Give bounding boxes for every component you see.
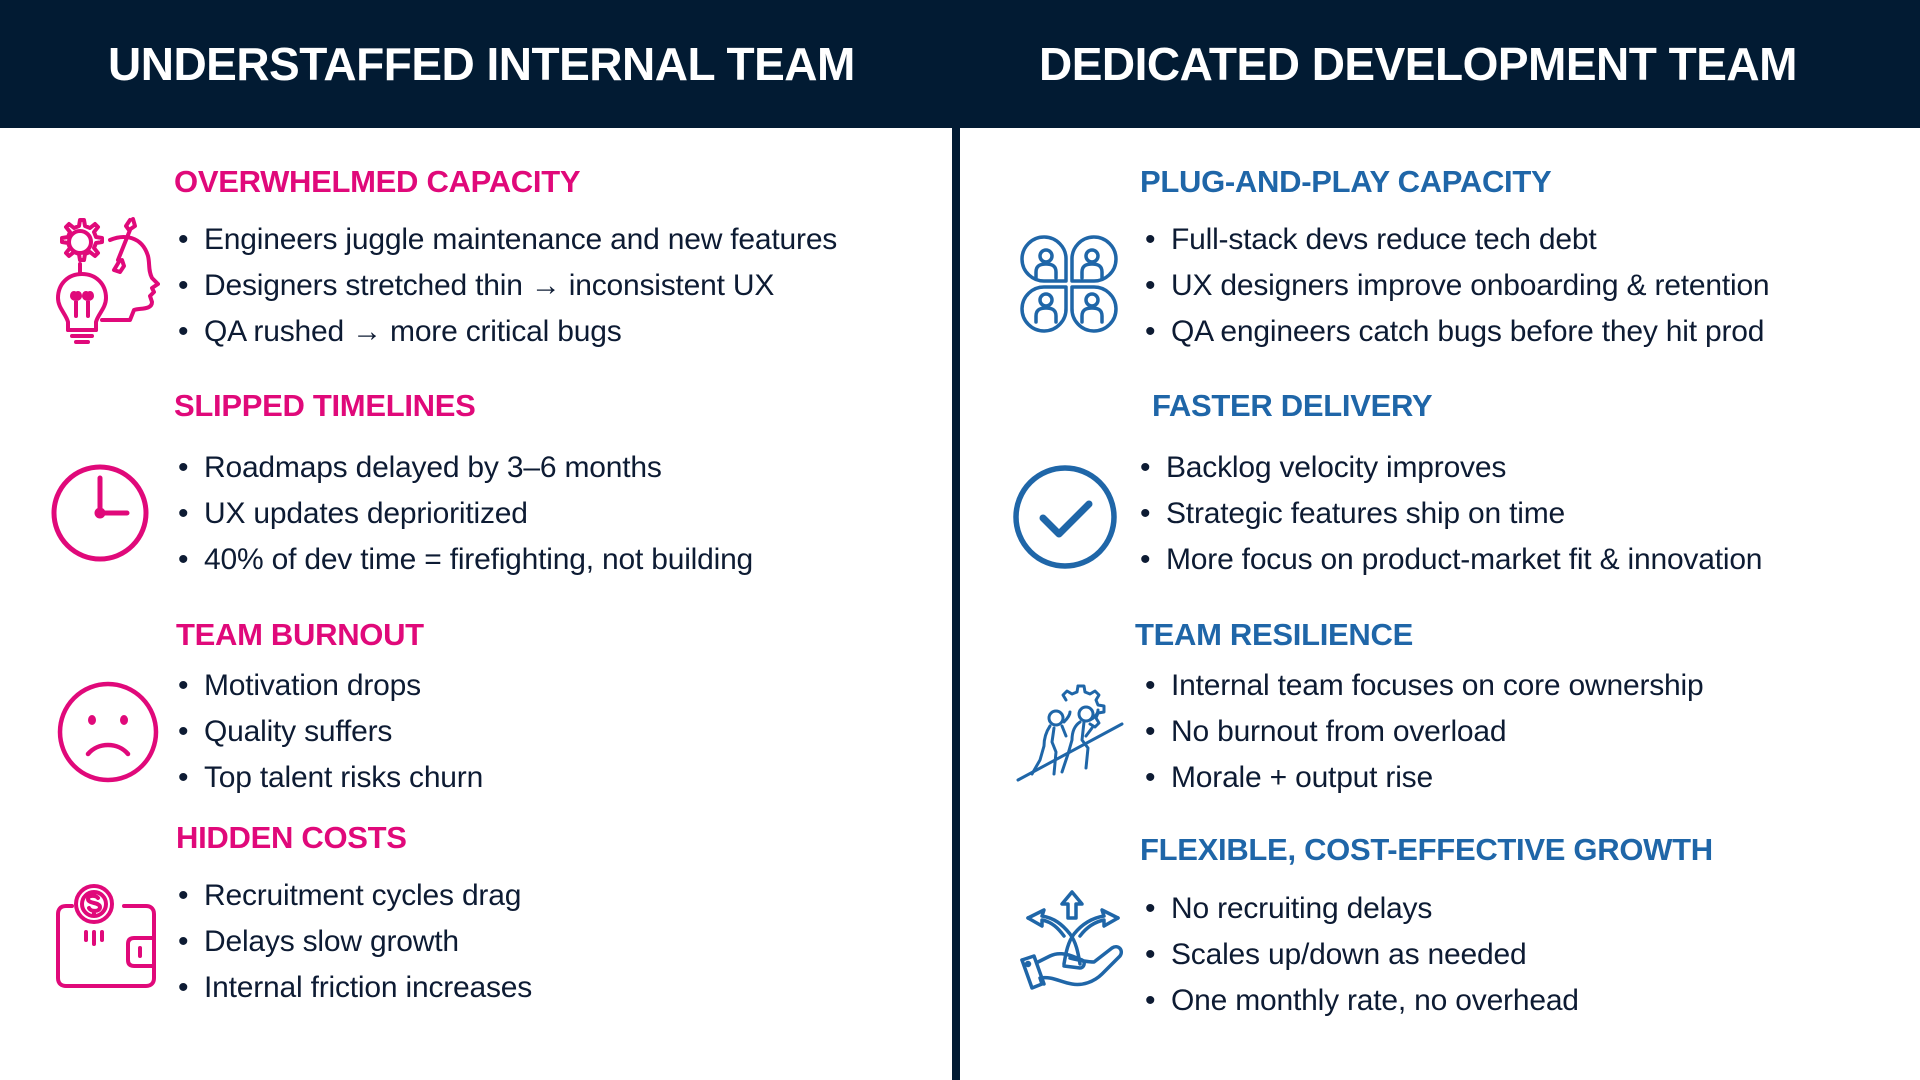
- section-heading: PLUG-AND-PLAY CAPACITY: [1140, 164, 1552, 199]
- clock-icon: [49, 462, 151, 564]
- wallet-coin-icon: [54, 884, 158, 992]
- bullet-item: QA engineers catch bugs before they hit …: [1145, 312, 1764, 352]
- left-column-title: UNDERSTAFFED INTERNAL TEAM: [108, 38, 855, 90]
- bullet-item: Motivation drops: [178, 666, 421, 706]
- hand-arrows-icon: [1014, 888, 1126, 996]
- bullet-item: Morale + output rise: [1145, 758, 1433, 798]
- bullet-item: UX designers improve onboarding & retent…: [1145, 266, 1770, 306]
- bullet-item: Strategic features ship on time: [1140, 494, 1565, 534]
- bullet-item: More focus on product-market fit & innov…: [1140, 540, 1762, 580]
- column-divider: [952, 128, 960, 1080]
- bullet-item: No burnout from overload: [1145, 712, 1507, 752]
- bullet-item: Delays slow growth: [178, 922, 459, 962]
- bullet-item: Recruitment cycles drag: [178, 876, 521, 916]
- bullet-item: Quality suffers: [178, 712, 392, 752]
- bullet-item: QA rushed → more critical bugs: [178, 312, 622, 352]
- bullet-item: Engineers juggle maintenance and new fea…: [178, 220, 837, 260]
- section-heading: OVERWHELMED CAPACITY: [174, 164, 581, 199]
- sad-face-icon: [56, 680, 160, 784]
- team-group-icon: [1019, 234, 1119, 334]
- people-pushing-gear-icon: [1014, 682, 1126, 782]
- bullet-item: Top talent risks churn: [178, 758, 483, 798]
- head-gear-lightbulb-icon: [48, 212, 160, 344]
- section-heading: SLIPPED TIMELINES: [174, 388, 476, 423]
- bullet-item: Full-stack devs reduce tech debt: [1145, 220, 1597, 260]
- bullet-item: Internal team focuses on core ownership: [1145, 666, 1704, 706]
- section-heading: TEAM RESILIENCE: [1135, 617, 1413, 652]
- bullet-item: 40% of dev time = firefighting, not buil…: [178, 540, 753, 580]
- section-heading: HIDDEN COSTS: [176, 820, 407, 855]
- right-column-title: DEDICATED DEVELOPMENT TEAM: [1039, 38, 1797, 90]
- bullet-item: One monthly rate, no overhead: [1145, 981, 1579, 1021]
- bullet-item: Internal friction increases: [178, 968, 532, 1008]
- checkmark-circle-icon: [1012, 464, 1118, 570]
- header-bar: UNDERSTAFFED INTERNAL TEAM DEDICATED DEV…: [0, 0, 1920, 128]
- section-heading: TEAM BURNOUT: [176, 617, 424, 652]
- bullet-item: UX updates deprioritized: [178, 494, 528, 534]
- bullet-item: Designers stretched thin → inconsistent …: [178, 266, 774, 306]
- section-heading: FASTER DELIVERY: [1152, 388, 1433, 423]
- bullet-item: Scales up/down as needed: [1145, 935, 1527, 975]
- bullet-item: No recruiting delays: [1145, 889, 1432, 929]
- bullet-item: Roadmaps delayed by 3–6 months: [178, 448, 662, 488]
- section-heading: FLEXIBLE, COST-EFFECTIVE GROWTH: [1140, 832, 1713, 867]
- bullet-item: Backlog velocity improves: [1140, 448, 1506, 488]
